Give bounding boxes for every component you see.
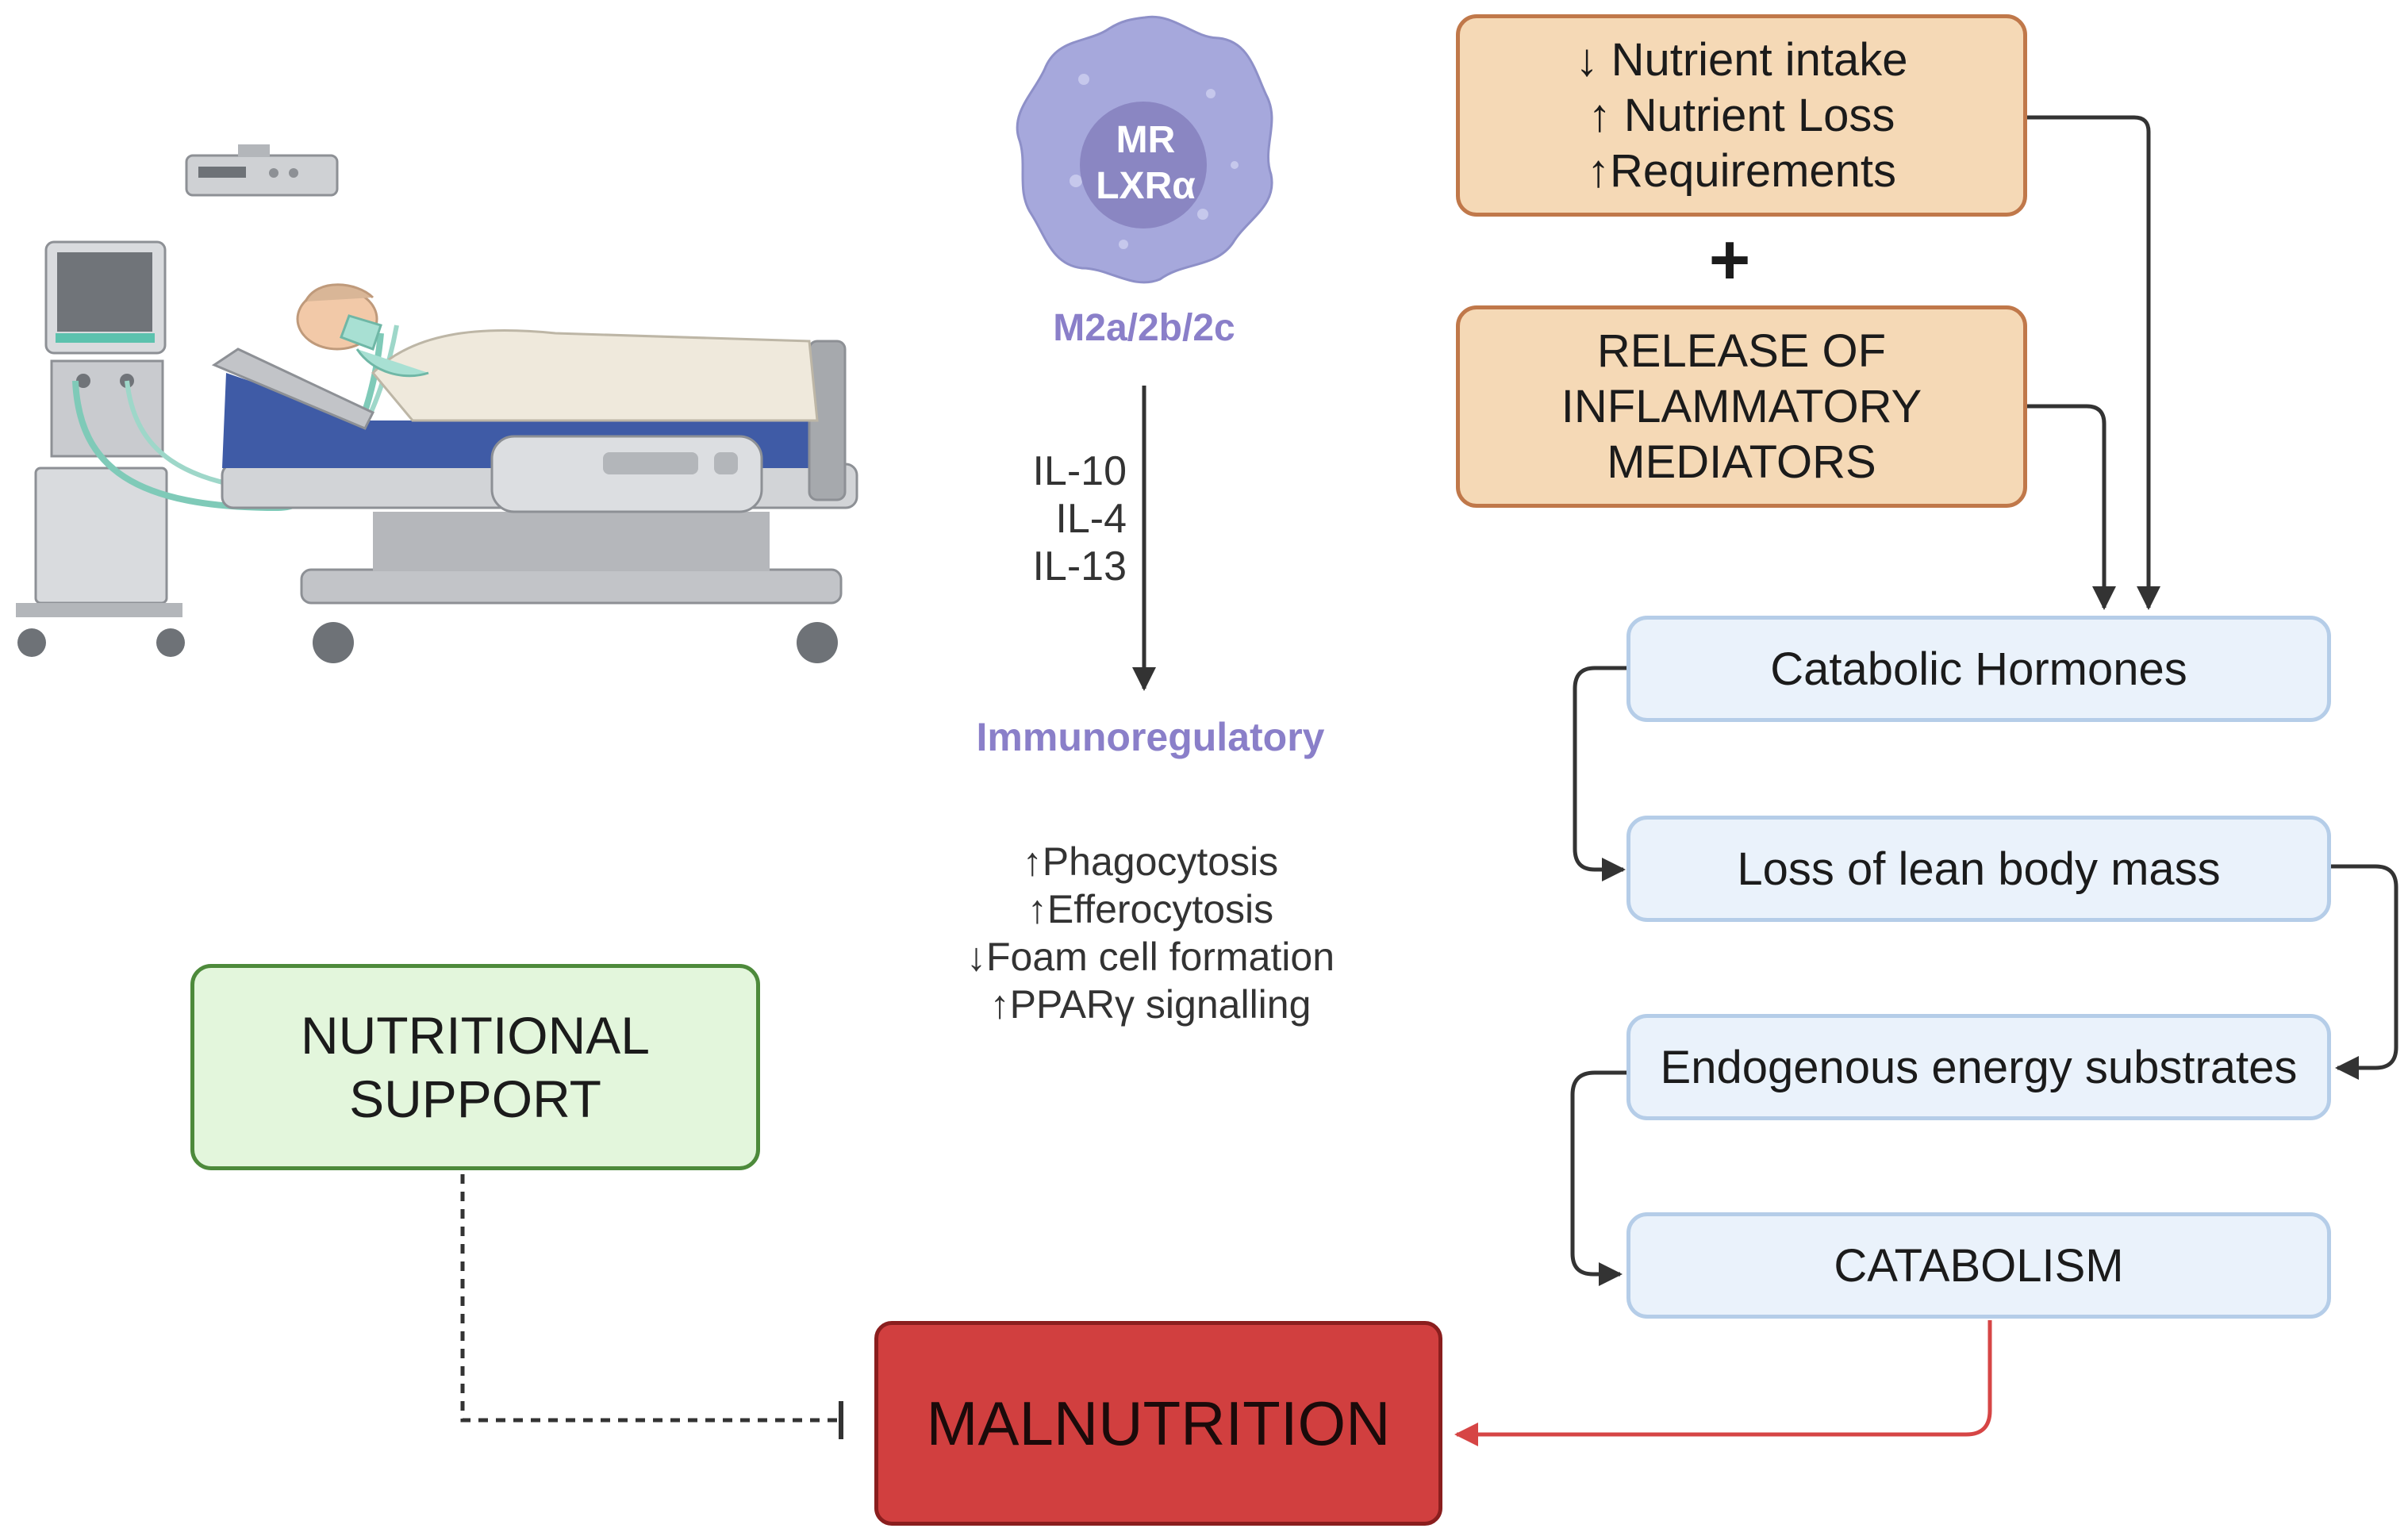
mediators-to-hormones-arrow	[2027, 404, 2116, 610]
nutritional-support-line-2: SUPPORT	[349, 1069, 601, 1128]
macrophage-effects-list: ↑Phagocytosis ↑Efferocytosis ↓Foam cell …	[912, 838, 1388, 1028]
support-inhibits-malnutrition-line	[460, 1174, 839, 1423]
stress-line-requirements: ↑Requirements	[1586, 144, 1897, 197]
patient-figure-icon	[296, 283, 819, 422]
immunoregulatory-label: Immunoregulatory	[976, 715, 1325, 759]
stress-line-loss: ↑ Nutrient Loss	[1588, 89, 1895, 141]
lean-body-mass-label: Loss of lean body mass	[1737, 843, 2221, 895]
marker-mr: MR	[1116, 119, 1176, 161]
catabolism-label: CATABOLISM	[1834, 1239, 2124, 1292]
malnutrition-label: MALNUTRITION	[926, 1388, 1391, 1458]
ceiling-device-icon	[185, 144, 339, 197]
nutritional-support-line-1: NUTRITIONAL	[300, 1006, 651, 1065]
marker-lxra: LXRα	[1096, 165, 1196, 207]
energy-substrates-label: Endogenous energy substrates	[1660, 1041, 2298, 1093]
catabolic-hormones-box: Catabolic Hormones	[1626, 616, 2331, 722]
cytokine-il10: IL-10	[1032, 448, 1127, 494]
energy-substrates-box: Endogenous energy substrates	[1626, 1014, 2331, 1120]
hospital-bed-icon	[211, 340, 858, 663]
catabolic-hormones-label: Catabolic Hormones	[1770, 643, 2187, 695]
effect-ppar-signalling: ↑PPARγ signalling	[989, 982, 1312, 1027]
mediators-line-3: MEDIATORS	[1607, 436, 1876, 488]
substrates-to-catabolism-arrow	[1570, 1070, 1628, 1286]
catabolism-box: CATABOLISM	[1626, 1212, 2331, 1319]
catabolism-to-malnutrition-arrow	[1454, 1320, 1992, 1446]
effect-foam-cell: ↓Foam cell formation	[966, 935, 1335, 979]
macrophage-marker-label: MR LXRα	[1084, 117, 1208, 209]
cytokine-list: IL-10 IL-4 IL-13	[1008, 447, 1127, 590]
hormones-to-leanmass-arrow	[1573, 666, 1626, 881]
effect-phagocytosis: ↑Phagocytosis	[1022, 839, 1279, 884]
effect-efferocytosis: ↑Efferocytosis	[1027, 887, 1274, 931]
nutrient-stress-box: ↓ Nutrient intake ↑ Nutrient Loss ↑Requi…	[1456, 14, 2027, 217]
inflammatory-mediators-box: RELEASE OF INFLAMMATORY MEDIATORS	[1456, 305, 2027, 508]
stress-to-hormones-arrow	[2027, 115, 2160, 610]
nutritional-support-box: NUTRITIONAL SUPPORT	[190, 964, 760, 1170]
mediators-line-2: INFLAMMATORY	[1561, 380, 1922, 432]
ventilator-icon	[16, 240, 399, 657]
leanmass-to-substrates-arrow	[2331, 864, 2398, 1080]
icu-patient-illustration	[16, 144, 858, 663]
macrophage-subtype-label: M2a/2b/2c	[1053, 307, 1235, 349]
plus-sign: +	[1708, 221, 1751, 300]
stress-line-intake: ↓ Nutrient intake	[1575, 33, 1908, 86]
cytokine-il4: IL-4	[1055, 496, 1127, 542]
malnutrition-box: MALNUTRITION	[874, 1321, 1442, 1526]
mediators-line-1: RELEASE OF	[1596, 324, 1887, 377]
macrophage-cell-icon	[1016, 15, 1273, 284]
lean-body-mass-box: Loss of lean body mass	[1626, 816, 2331, 922]
cytokine-il13: IL-13	[1032, 543, 1127, 589]
